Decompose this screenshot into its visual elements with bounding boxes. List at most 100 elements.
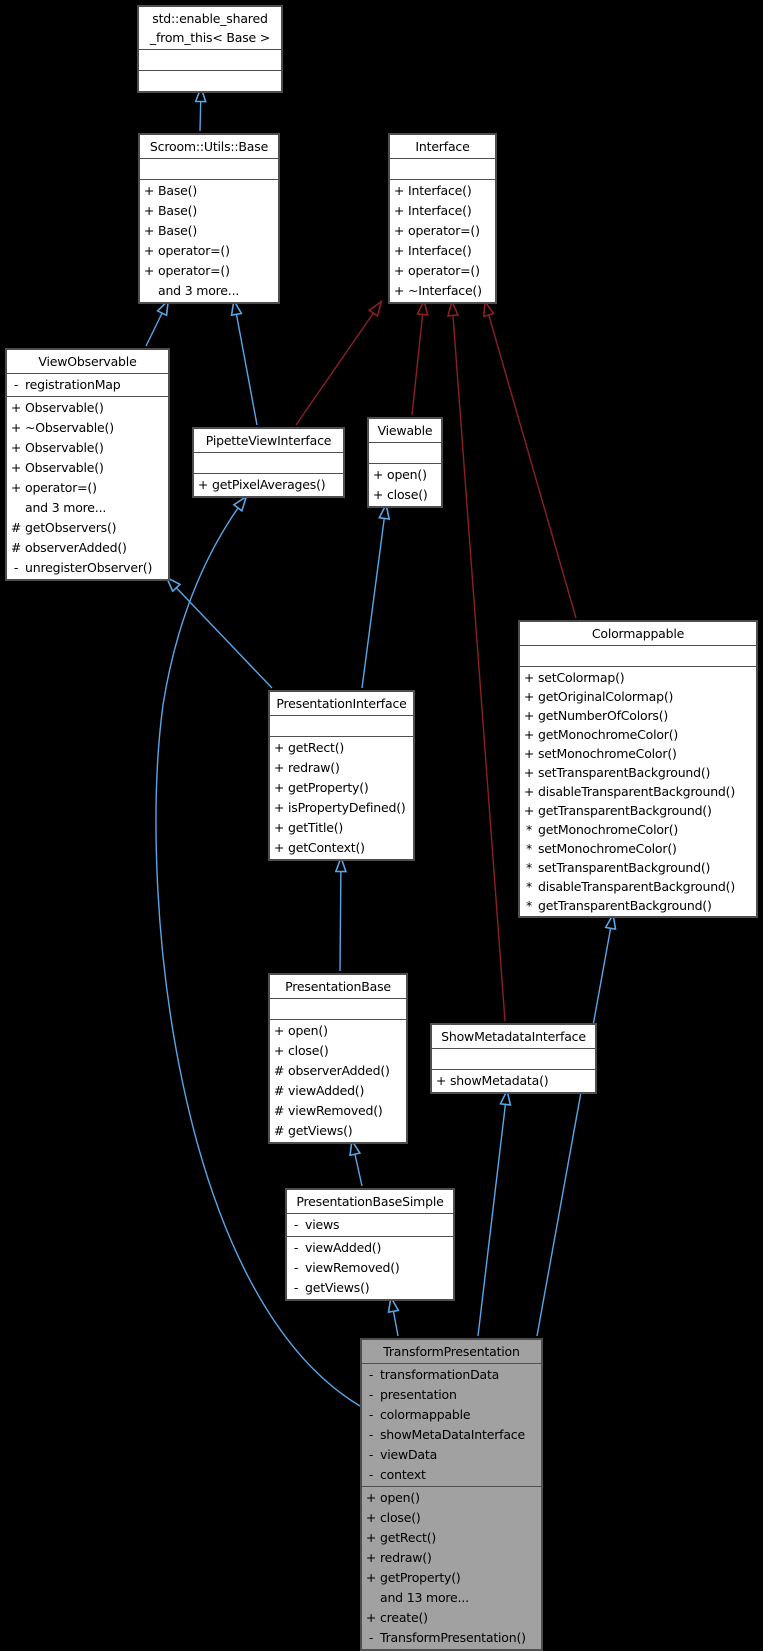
member-name: observerAdded() <box>288 1063 390 1078</box>
member-name: getViews() <box>288 1123 353 1138</box>
member-row: +getProperty() <box>270 778 413 798</box>
member-visibility: * <box>525 879 533 894</box>
inheritance-edge-presentation-base-to-presentation-interface <box>340 858 341 972</box>
member-name: close() <box>380 1510 421 1525</box>
methods-compartment: +showMetadata() <box>432 1070 595 1092</box>
member-visibility: - <box>368 1407 374 1422</box>
member-row: +open() <box>362 1488 541 1508</box>
member-row: +getOriginalColormap() <box>520 687 756 706</box>
member-visibility: - <box>368 1467 374 1482</box>
member-visibility: - <box>293 1240 299 1255</box>
class-box-view-observable[interactable]: ViewObservable-registrationMap +Observabl… <box>5 348 170 581</box>
attrs-compartment <box>270 716 413 737</box>
member-visibility: + <box>273 800 285 815</box>
attrs-compartment <box>390 159 495 180</box>
member-visibility <box>140 281 158 301</box>
member-name: redraw() <box>288 760 340 775</box>
member-name: ~Interface() <box>408 283 482 298</box>
member-row: +getTransparentBackground() <box>520 801 756 820</box>
member-name: showMetaDataInterface <box>380 1427 525 1442</box>
member-visibility: + <box>523 670 535 685</box>
member-row: #observerAdded() <box>7 538 168 558</box>
class-box-transform-presentation[interactable]: TransformPresentation-transformationData… <box>360 1338 543 1651</box>
methods-compartment: +getPixelAverages() <box>194 474 343 496</box>
member-visibility: + <box>523 746 535 761</box>
member-row: +getProperty() <box>362 1568 541 1588</box>
member-name: getContext() <box>288 840 365 855</box>
class-title: ViewObservable <box>7 350 168 374</box>
member-row: +open() <box>369 465 441 485</box>
attrs-compartment <box>139 50 281 71</box>
member-visibility: * <box>525 898 533 913</box>
member-visibility: + <box>273 1043 285 1058</box>
class-box-presentation-base-simple[interactable]: PresentationBaseSimple-views-viewAdded()… <box>285 1188 455 1301</box>
class-box-viewable[interactable]: Viewable+open()+close() <box>367 417 443 508</box>
inheritance-edge-presentation-interface-to-view-observable <box>167 578 273 689</box>
member-row: *getMonochromeColor() <box>520 820 756 839</box>
member-visibility: + <box>273 780 285 795</box>
member-row: +setTransparentBackground() <box>520 763 756 782</box>
member-row: +close() <box>270 1041 406 1061</box>
class-box-colormappable[interactable]: Colormappable+setColormap()+getOriginalC… <box>518 620 758 918</box>
member-row: and 3 more... <box>140 281 278 301</box>
member-visibility: # <box>10 520 22 535</box>
member-row: -presentation <box>362 1385 541 1405</box>
class-box-pipette-view-interface[interactable]: PipetteViewInterface +getPixelAverages() <box>192 427 345 498</box>
inheritance-edge-presentation-base-simple-to-presentation-base <box>352 1141 363 1187</box>
member-row: #getObservers() <box>7 518 168 538</box>
member-visibility: + <box>10 460 22 475</box>
member-row: +showMetadata() <box>432 1071 595 1091</box>
member-row: +getContext() <box>270 838 413 858</box>
member-row: +~Observable() <box>7 418 168 438</box>
class-box-presentation-interface[interactable]: PresentationInterface+getRect()+redraw()… <box>268 690 415 861</box>
member-row: *setTransparentBackground() <box>520 858 756 877</box>
class-box-interface[interactable]: Interface+Interface()+Interface()+operat… <box>388 133 497 304</box>
class-box-std-enable-shared-from-this[interactable]: std::enable_shared_from_this< Base > <box>137 5 283 93</box>
member-name: getProperty() <box>380 1570 461 1585</box>
member-name: context <box>380 1467 426 1482</box>
class-box-presentation-base[interactable]: PresentationBase+open()+close()#observer… <box>268 973 408 1144</box>
class-title-line: std::enable_shared <box>152 11 268 26</box>
member-row: -registrationMap <box>7 375 168 395</box>
member-visibility: # <box>273 1103 285 1118</box>
member-name: getRect() <box>288 740 345 755</box>
member-name: setTransparentBackground() <box>538 765 711 780</box>
member-visibility: + <box>393 263 405 278</box>
member-row: +redraw() <box>270 758 413 778</box>
member-name: open() <box>387 467 427 482</box>
member-visibility: + <box>393 283 405 298</box>
member-row: +operator=() <box>7 478 168 498</box>
member-name: and 3 more... <box>25 500 107 515</box>
member-name: setMonochromeColor() <box>538 841 677 856</box>
inheritance-edge-pipette-view-interface-to-scroom-utils-base <box>234 301 258 426</box>
member-row: #viewAdded() <box>270 1081 406 1101</box>
member-visibility: + <box>143 243 155 258</box>
member-row: +getPixelAverages() <box>194 475 343 495</box>
member-visibility: + <box>143 203 155 218</box>
attrs-compartment <box>520 646 756 667</box>
member-row: +Observable() <box>7 398 168 418</box>
inheritance-edge-viewable-to-interface <box>411 301 424 416</box>
member-visibility: # <box>10 540 22 555</box>
member-row: +isPropertyDefined() <box>270 798 413 818</box>
member-row: +getNumberOfColors() <box>520 706 756 725</box>
member-visibility: + <box>435 1073 447 1088</box>
attrs-compartment <box>270 999 406 1020</box>
member-name: getTransparentBackground() <box>538 803 712 818</box>
inheritance-edge-transform-presentation-to-pipette-view-interface <box>155 497 361 1407</box>
member-row: -context <box>362 1465 541 1485</box>
class-box-scroom-utils-base[interactable]: Scroom::Utils::Base+Base()+Base()+Base()… <box>138 133 280 304</box>
member-row: +Base() <box>140 221 278 241</box>
member-visibility: + <box>273 1023 285 1038</box>
member-name: getProperty() <box>288 780 369 795</box>
member-name: operator=() <box>158 263 230 278</box>
member-visibility: + <box>365 1490 377 1505</box>
class-box-show-metadata-interface[interactable]: ShowMetadataInterface+showMetadata() <box>430 1023 597 1094</box>
member-name: open() <box>380 1490 420 1505</box>
member-name: TransformPresentation() <box>380 1630 526 1645</box>
member-visibility: + <box>273 840 285 855</box>
inheritance-edge-view-observable-to-scroom-utils-base <box>145 301 168 347</box>
class-title: PipetteViewInterface <box>194 429 343 453</box>
member-row: +operator=() <box>140 261 278 281</box>
